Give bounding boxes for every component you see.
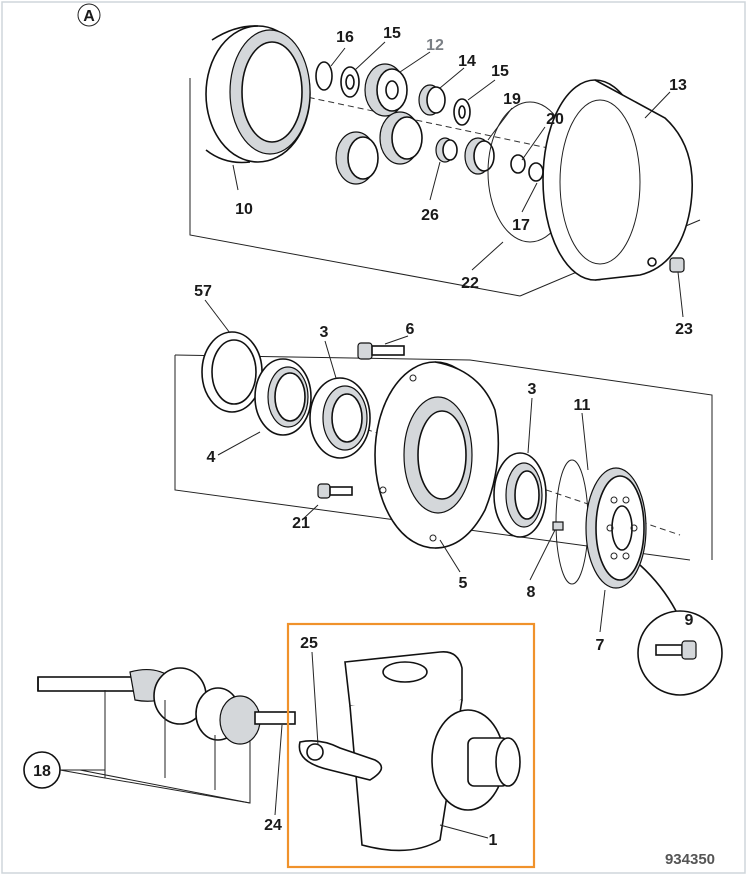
bearing-3b [493, 452, 547, 538]
callout-1: 1 [489, 832, 498, 849]
drain-plug-23 [669, 257, 685, 273]
callout-19: 19 [503, 91, 521, 108]
pin-8 [552, 521, 564, 531]
callout-16: 16 [336, 29, 354, 46]
planet-gear-12 [364, 63, 408, 117]
figure-number: 934350 [665, 851, 715, 868]
thrust-pad-20 [510, 154, 526, 174]
seal-4 [254, 358, 312, 436]
callout-22: 22 [461, 275, 479, 292]
leader-lines [60, 41, 684, 839]
wheel-hub-5 [374, 361, 500, 549]
callout-labels: 16 15 12 14 15 19 13 20 10 26 17 22 23 5… [33, 25, 693, 849]
thrust-pad-17 [528, 162, 544, 182]
callout-21: 21 [292, 515, 310, 532]
view-marker-a: A [77, 3, 101, 27]
callout-8: 8 [527, 584, 536, 601]
axle-group [23, 622, 536, 869]
tone-ring-7 [585, 467, 647, 589]
callout-15a: 15 [383, 25, 401, 42]
ring-gear-10 [205, 25, 311, 164]
callout-4: 4 [207, 449, 216, 466]
callout-57: 57 [194, 283, 212, 300]
snap-ring-16 [315, 61, 333, 91]
drive-shaft-18 [23, 667, 296, 804]
callout-25: 25 [300, 635, 318, 652]
planetary-group [189, 25, 701, 297]
sun-gear-19 [464, 137, 495, 175]
callout-3b: 3 [528, 381, 537, 398]
callout-18: 18 [33, 763, 51, 780]
callout-7: 7 [596, 637, 605, 654]
callout-9: 9 [685, 612, 694, 629]
spacer-26 [435, 137, 458, 163]
callout-14: 14 [458, 53, 476, 70]
callout-23: 23 [675, 321, 693, 338]
hub-cover-13 [542, 79, 693, 281]
callout-12: 12 [426, 37, 444, 54]
seal-57 [201, 331, 263, 413]
callout-10: 10 [235, 201, 253, 218]
callout-15b: 15 [491, 63, 509, 80]
callout-6: 6 [406, 321, 415, 338]
bearing-3a [309, 377, 371, 459]
callout-3a: 3 [320, 324, 329, 341]
planet-gear-12c [335, 131, 379, 185]
bolt-21 [317, 483, 353, 499]
detail-bolt-9 [637, 564, 723, 696]
callout-11: 11 [574, 397, 591, 414]
callout-5: 5 [459, 575, 468, 592]
highlight-frame [286, 622, 536, 869]
callout-26: 26 [421, 207, 439, 224]
needle-bearing-14 [418, 84, 446, 116]
callout-20: 20 [546, 111, 564, 128]
callout-17: 17 [512, 217, 530, 234]
view-marker-label: A [83, 8, 95, 25]
hub-group [174, 331, 723, 696]
wheel-bolt-6 [357, 342, 405, 360]
steering-knuckle-1 [298, 651, 521, 852]
planet-gear-12b [379, 111, 423, 165]
callout-24: 24 [264, 817, 282, 834]
callout-13: 13 [669, 77, 687, 94]
